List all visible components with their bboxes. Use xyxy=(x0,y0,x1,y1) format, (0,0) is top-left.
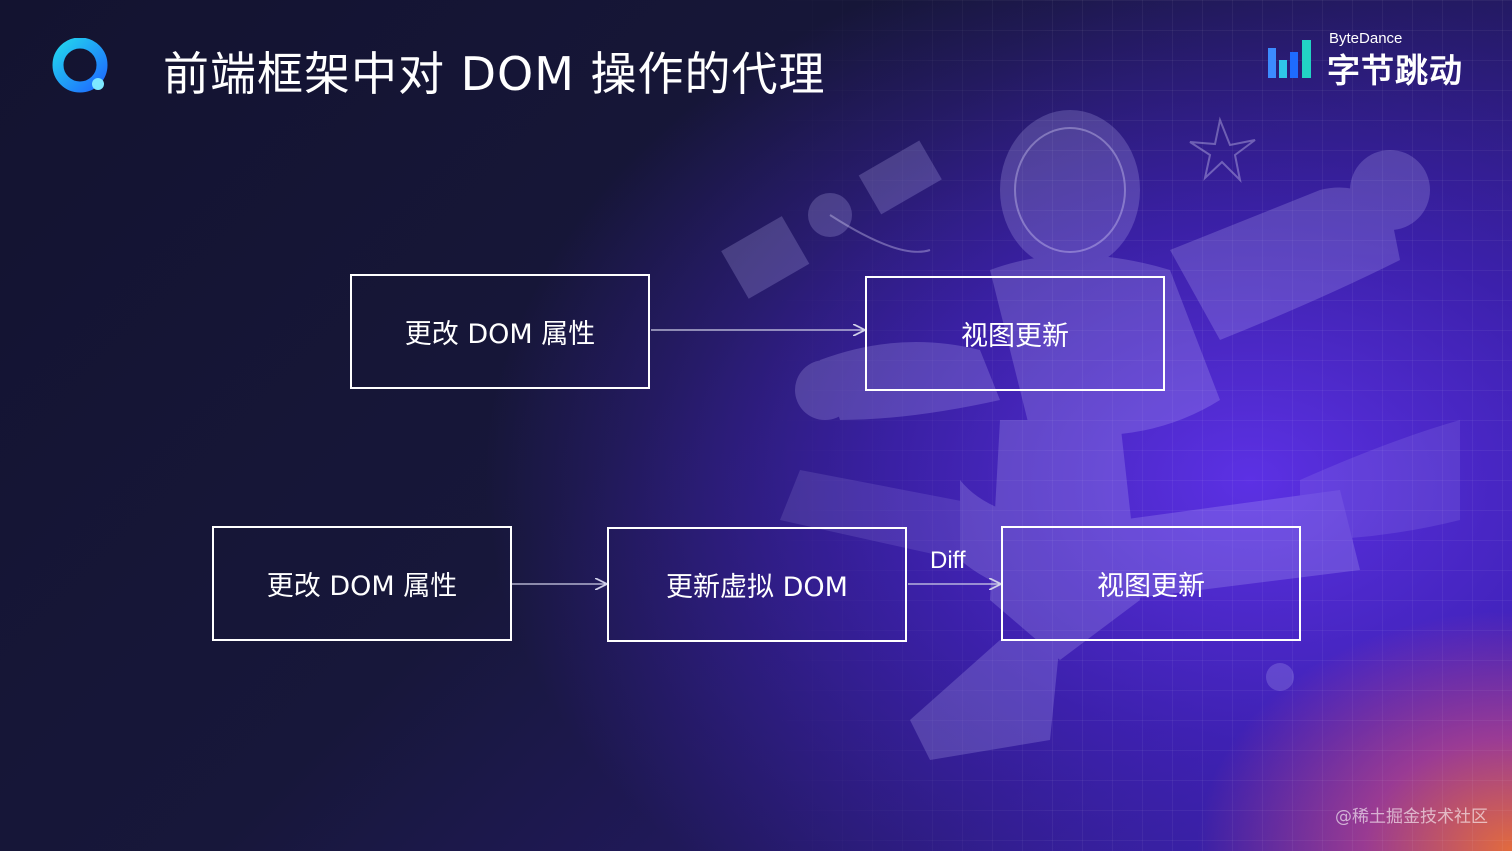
astronaut-illustration xyxy=(721,110,1460,760)
box-row2-update-virtual-dom: 更新虚拟 DOM xyxy=(607,527,907,642)
edge-label-diff: Diff xyxy=(930,547,966,574)
q-logo-icon xyxy=(52,38,108,93)
bytedance-bars-icon xyxy=(1268,40,1311,78)
brand-name-en: ByteDance xyxy=(1329,30,1403,47)
corner-watermark: @稀土掘金技术社区 xyxy=(1335,807,1488,827)
background-grid xyxy=(752,0,1512,851)
box-row2-view-update: 视图更新 xyxy=(1001,526,1301,641)
brand-name-cn: 字节跳动 xyxy=(1327,51,1463,90)
box-row1-view-update: 视图更新 xyxy=(865,276,1165,391)
bytedance-logo: ByteDance 字节跳动 xyxy=(1266,30,1466,90)
box-row1-change-dom-attr: 更改 DOM 属性 xyxy=(350,274,650,389)
box-row2-change-dom-attr: 更改 DOM 属性 xyxy=(212,526,512,641)
slide-title: 前端框架中对 DOM 操作的代理 xyxy=(163,47,826,101)
